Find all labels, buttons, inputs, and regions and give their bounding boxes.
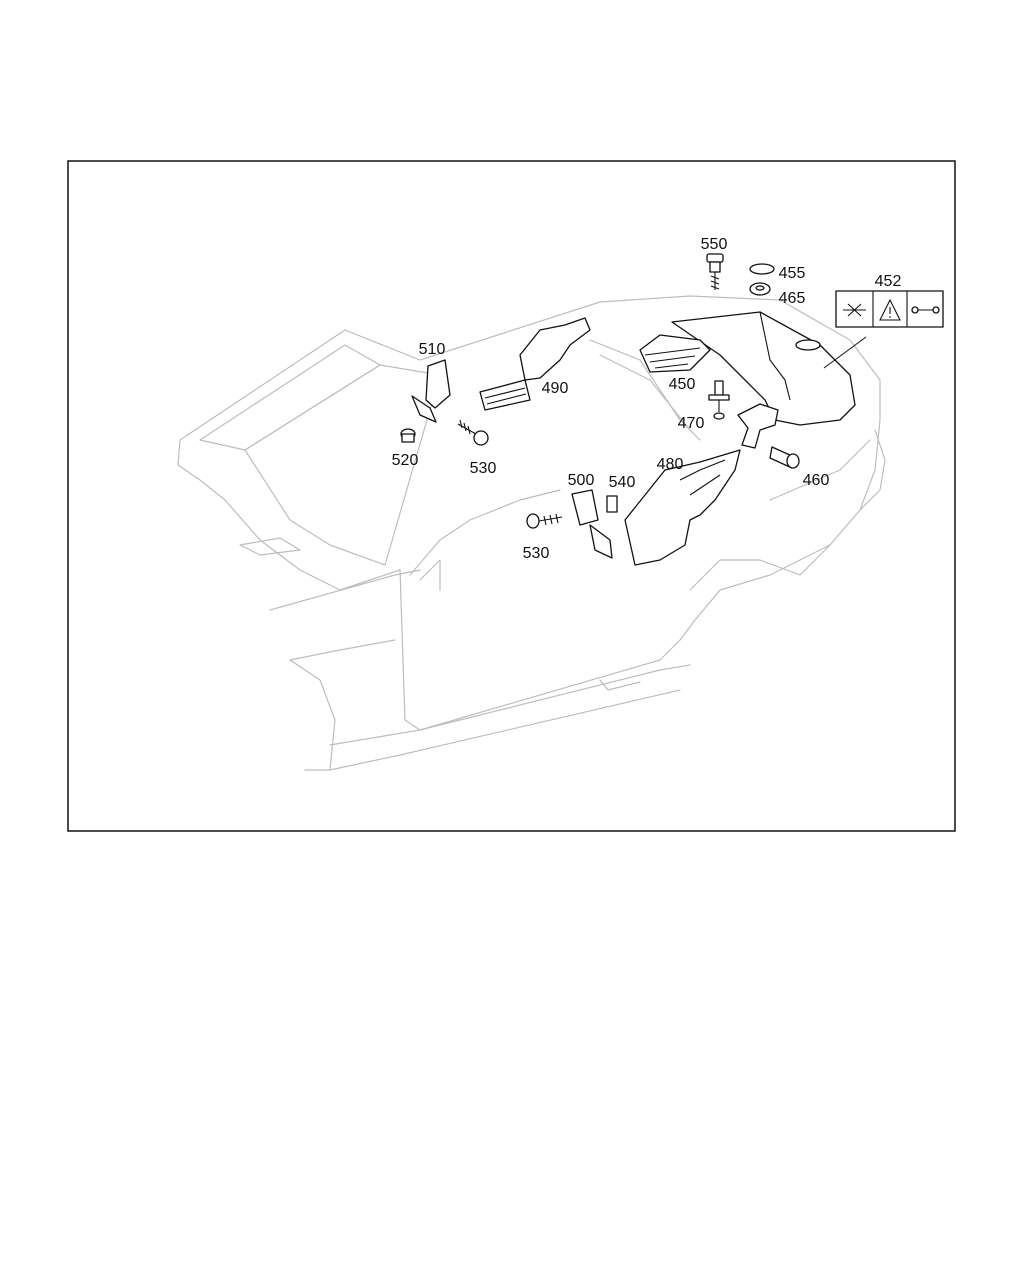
callout-465: 465 (779, 290, 806, 307)
callout-520: 520 (392, 452, 419, 469)
part-500-bracket (571, 489, 613, 559)
callout-460: 460 (803, 472, 830, 489)
callout-540: 540 (609, 474, 636, 491)
car-body-outline (177, 295, 886, 771)
callout-530b: 530 (523, 545, 550, 562)
callout-490: 490 (542, 380, 569, 397)
callout-450: 450 (669, 376, 696, 393)
callout-470: 470 (678, 415, 705, 432)
part-540-clip (606, 495, 618, 513)
callout-labels: 550 455 465 452 510 490 450 470 520 530 480 460 500 5… (392, 236, 902, 562)
part-460-bolt (737, 403, 800, 469)
part-520-grommet (400, 428, 416, 443)
part-452-warning-label (835, 290, 944, 328)
callout-510: 510 (419, 341, 446, 358)
part-480-duct (624, 449, 741, 566)
callout-480: 480 (657, 456, 684, 473)
part-470-clip (708, 380, 730, 420)
callout-530a: 530 (470, 460, 497, 477)
diagram-border (67, 160, 956, 832)
part-530-screw-upper (457, 419, 489, 446)
part-490-duct (479, 317, 591, 411)
part-450-trim-panel (639, 311, 856, 426)
part-530-screw-lower (526, 513, 563, 529)
callout-500: 500 (568, 472, 595, 489)
part-510-bracket (411, 359, 451, 423)
callout-455: 455 (779, 265, 806, 282)
part-455-cap (749, 263, 775, 275)
part-550-screw (706, 253, 724, 290)
callout-452: 452 (875, 273, 902, 290)
callout-550: 550 (701, 236, 728, 253)
part-465-nut (749, 282, 771, 296)
